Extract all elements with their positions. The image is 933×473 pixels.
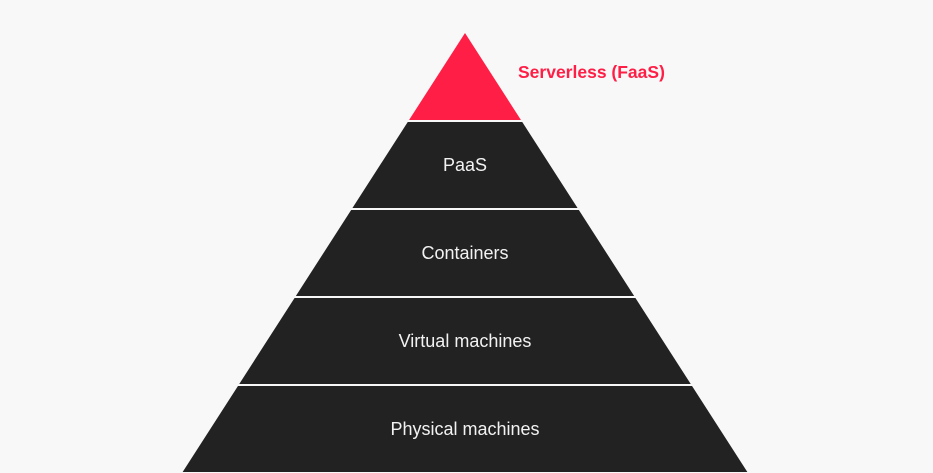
pyramid-layer-virtual-machines (239, 298, 691, 384)
layer-label: Virtual machines (399, 331, 532, 351)
pyramid-layer-containers (295, 210, 635, 296)
layer-label: Containers (421, 243, 508, 263)
pyramid-layer-physical-machines (182, 386, 748, 472)
layer-label: Physical machines (390, 419, 539, 439)
pyramid-top-serverless (409, 33, 521, 120)
pyramid-layer-paas (352, 122, 578, 208)
layer-label: PaaS (443, 155, 487, 175)
serverless-label: Serverless (FaaS) (518, 62, 665, 82)
